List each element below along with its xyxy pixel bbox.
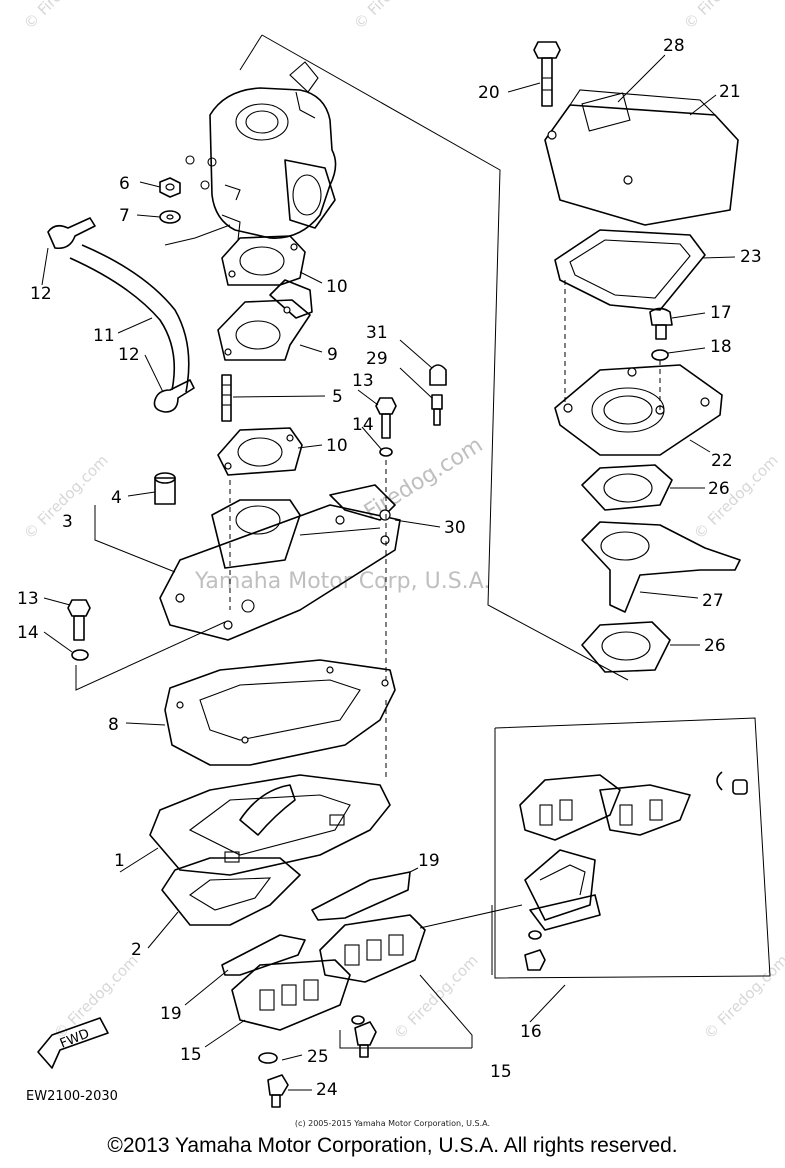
callout-26-upper: 26 bbox=[708, 479, 730, 499]
gasket-lower bbox=[217, 427, 323, 476]
gasket-26-upper bbox=[581, 464, 705, 511]
intake-manifold bbox=[159, 499, 401, 641]
callout-27: 27 bbox=[702, 591, 724, 611]
watermark-center: Yamaha Motor Corp, U.S.A. bbox=[194, 569, 490, 594]
watermark-corner-tr: © Firedog.com bbox=[680, 0, 772, 33]
callout-29: 29 bbox=[366, 349, 388, 369]
callout-23: 23 bbox=[740, 247, 762, 267]
watermark-corner-br: © Firedog.com bbox=[700, 951, 785, 1043]
alignment-lines bbox=[229, 460, 387, 780]
spacer bbox=[217, 279, 323, 361]
reed-detail-inset bbox=[419, 717, 771, 1023]
reed-valve-right bbox=[319, 914, 473, 1049]
watermark-corner-mr: © Firedog.com bbox=[690, 451, 782, 543]
diagram-code: EW2100-2030 bbox=[26, 1089, 118, 1104]
fuel-hose bbox=[41, 217, 195, 413]
studs bbox=[221, 374, 326, 422]
copyright-notice: ©2013 Yamaha Motor Corporation, U.S.A. A… bbox=[107, 1134, 678, 1157]
callout-1: 1 bbox=[114, 851, 125, 871]
bracket bbox=[329, 484, 441, 528]
callout-28: 28 bbox=[663, 36, 685, 56]
callout-30: 30 bbox=[444, 518, 466, 538]
reed-valve-left bbox=[204, 959, 351, 1048]
callout-26-lower: 26 bbox=[704, 636, 726, 656]
gasket-2 bbox=[147, 857, 301, 949]
gasket-19-right bbox=[311, 867, 419, 921]
reed-housing-plate bbox=[119, 774, 391, 876]
bolt-center bbox=[357, 389, 397, 457]
callout-31: 31 bbox=[366, 323, 388, 343]
callout-10-upper: 10 bbox=[326, 277, 348, 297]
callout-8: 8 bbox=[108, 715, 119, 735]
flame-arrester-cover bbox=[544, 54, 739, 226]
gasket-upper bbox=[221, 235, 323, 286]
callout-13-center: 13 bbox=[352, 371, 374, 391]
fitting-29-31 bbox=[399, 339, 447, 426]
nut-and-washer bbox=[136, 177, 231, 246]
callout-14-left: 14 bbox=[17, 623, 39, 643]
bolt-20 bbox=[507, 41, 561, 107]
callout-20: 20 bbox=[478, 83, 500, 103]
callout-10-lower: 10 bbox=[326, 436, 348, 456]
gasket-26-lower bbox=[581, 621, 700, 673]
screw-and-washer bbox=[258, 1015, 377, 1108]
callout-22: 22 bbox=[711, 451, 733, 471]
gasket-19-left bbox=[184, 934, 306, 1006]
callout-5: 5 bbox=[332, 387, 343, 407]
carburetor bbox=[185, 61, 337, 241]
callout-15-left: 15 bbox=[180, 1045, 202, 1065]
callout-25: 25 bbox=[307, 1047, 329, 1067]
bracket-27 bbox=[581, 521, 741, 613]
arrester-base-plate bbox=[554, 280, 723, 456]
gasket-8 bbox=[125, 659, 396, 766]
callout-2: 2 bbox=[131, 940, 142, 960]
callout-19-left: 19 bbox=[160, 1004, 182, 1024]
callout-14-center: 14 bbox=[352, 415, 374, 435]
callout-6: 6 bbox=[119, 174, 130, 194]
callout-4: 4 bbox=[111, 488, 122, 508]
source-line: (c) 2005-2015 Yamaha Motor Corporation, … bbox=[294, 1119, 491, 1128]
callout-9: 9 bbox=[327, 345, 338, 365]
callout-12-upper: 12 bbox=[30, 284, 52, 304]
bolt-left bbox=[43, 597, 91, 661]
callout-19-right: 19 bbox=[418, 851, 440, 871]
assembly-boundary-lines bbox=[75, 34, 629, 691]
callout-13-left: 13 bbox=[17, 589, 39, 609]
callout-17: 17 bbox=[710, 303, 732, 323]
callout-24: 24 bbox=[316, 1080, 338, 1100]
watermark-corner-bl: © Firedog.com bbox=[50, 951, 142, 1043]
callout-labels: 1 2 3 4 5 6 7 8 9 10 10 11 12 12 13 13 1… bbox=[17, 36, 762, 1104]
collar bbox=[127, 472, 176, 505]
callout-21: 21 bbox=[719, 82, 741, 102]
callout-7: 7 bbox=[119, 206, 130, 226]
cover-gasket bbox=[554, 229, 736, 311]
callout-11: 11 bbox=[93, 326, 115, 346]
callout-3: 3 bbox=[62, 512, 73, 532]
callout-16: 16 bbox=[520, 1022, 542, 1042]
watermark-corner-tl: © Firedog.com bbox=[20, 0, 112, 33]
bolt-17 bbox=[649, 307, 706, 361]
watermark-corner-tm: © Firedog.com bbox=[350, 0, 442, 33]
callout-15-bottom: 15 bbox=[490, 1062, 512, 1082]
callout-18: 18 bbox=[710, 337, 732, 357]
callout-12-lower: 12 bbox=[118, 345, 140, 365]
